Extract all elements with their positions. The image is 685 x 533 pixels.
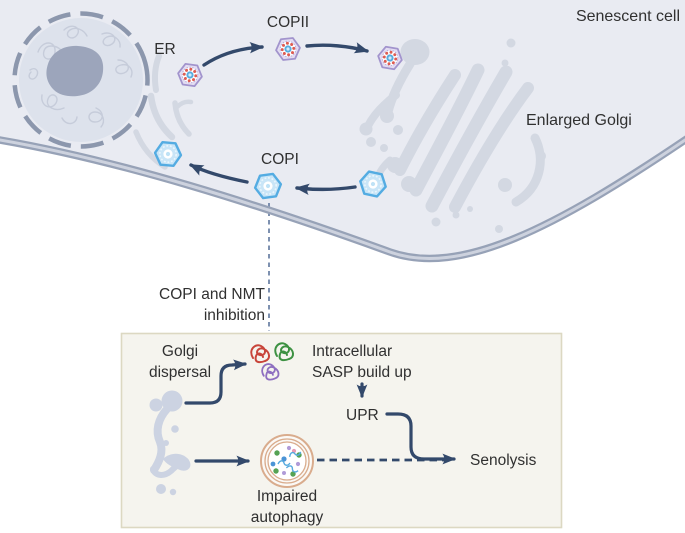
impaired-autophagy-label: Impaired autophagy: [250, 488, 324, 526]
copi-vesicle-icon: [153, 140, 183, 168]
nucleolus: [46, 45, 104, 97]
copi-vesicle-icon: [253, 172, 283, 200]
cell-membrane: [0, 135, 685, 263]
inhibition-label: COPI and NMT inhibition: [159, 286, 265, 324]
copii-vesicle-icon: [275, 37, 301, 61]
copi-vesicle-icon: [359, 170, 387, 198]
copi-route-arrows: [189, 163, 357, 195]
senescent-cell-label: Senescent cell: [575, 8, 680, 25]
nucleus-icon: [12, 11, 150, 149]
senolysis-label: Senolysis: [470, 452, 537, 469]
copii-route-arrows: [202, 41, 369, 67]
copii-vesicle-icon: [377, 45, 403, 71]
autophagosome-icon: [260, 434, 314, 488]
golgi-dispersal-label: Golgi dispersal: [148, 343, 212, 381]
copii-vesicle-icon: [177, 62, 203, 88]
nuclear-envelope: [12, 11, 150, 149]
cell-body: [0, 0, 685, 259]
enlarged-golgi-label: Enlarged Golgi: [526, 112, 632, 129]
copii-label: COPII: [266, 14, 310, 31]
chromatin: [28, 25, 133, 128]
sasp-label: Intracellular SASP build up: [312, 343, 412, 381]
panel-arrows: [184, 359, 456, 467]
upr-label: UPR: [346, 407, 379, 424]
enlarged-golgi-icon: [359, 38, 546, 233]
er-label: ER: [154, 41, 176, 58]
dispersed-golgi-icon: [149, 390, 191, 496]
pathway-panel: [120, 332, 563, 529]
copi-label: COPI: [261, 151, 299, 168]
